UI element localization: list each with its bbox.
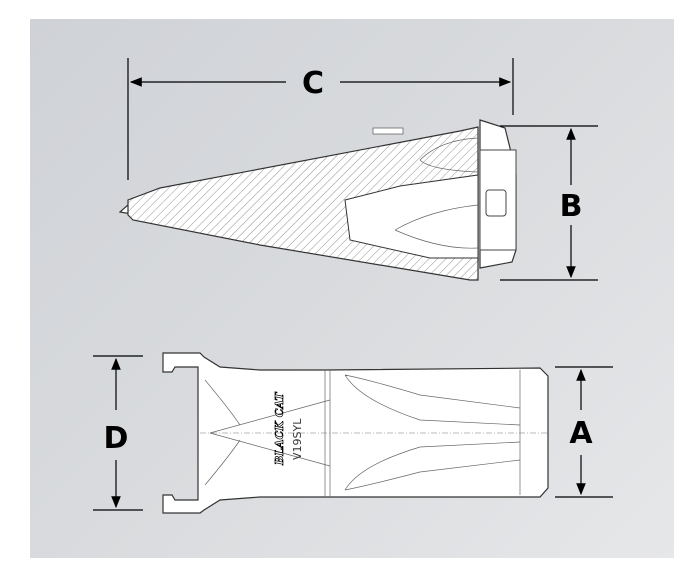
side-view [118, 119, 517, 281]
dimension-a: A [555, 366, 613, 498]
dimension-b-label: B [560, 189, 583, 224]
dimension-c-label: C [302, 66, 324, 101]
dimension-c: C [127, 58, 514, 180]
model-number: V19SYL [291, 418, 304, 460]
dimension-d-label: D [104, 421, 129, 456]
brand-logo: BLACK CAT [273, 392, 286, 466]
top-view: BLACK CAT V19SYL [162, 352, 549, 514]
dimension-b: B [500, 125, 598, 281]
dimension-a-label: A [569, 416, 593, 451]
dimension-d: D [93, 355, 143, 511]
socket-cavity [344, 174, 479, 259]
pin-hole [485, 189, 507, 217]
